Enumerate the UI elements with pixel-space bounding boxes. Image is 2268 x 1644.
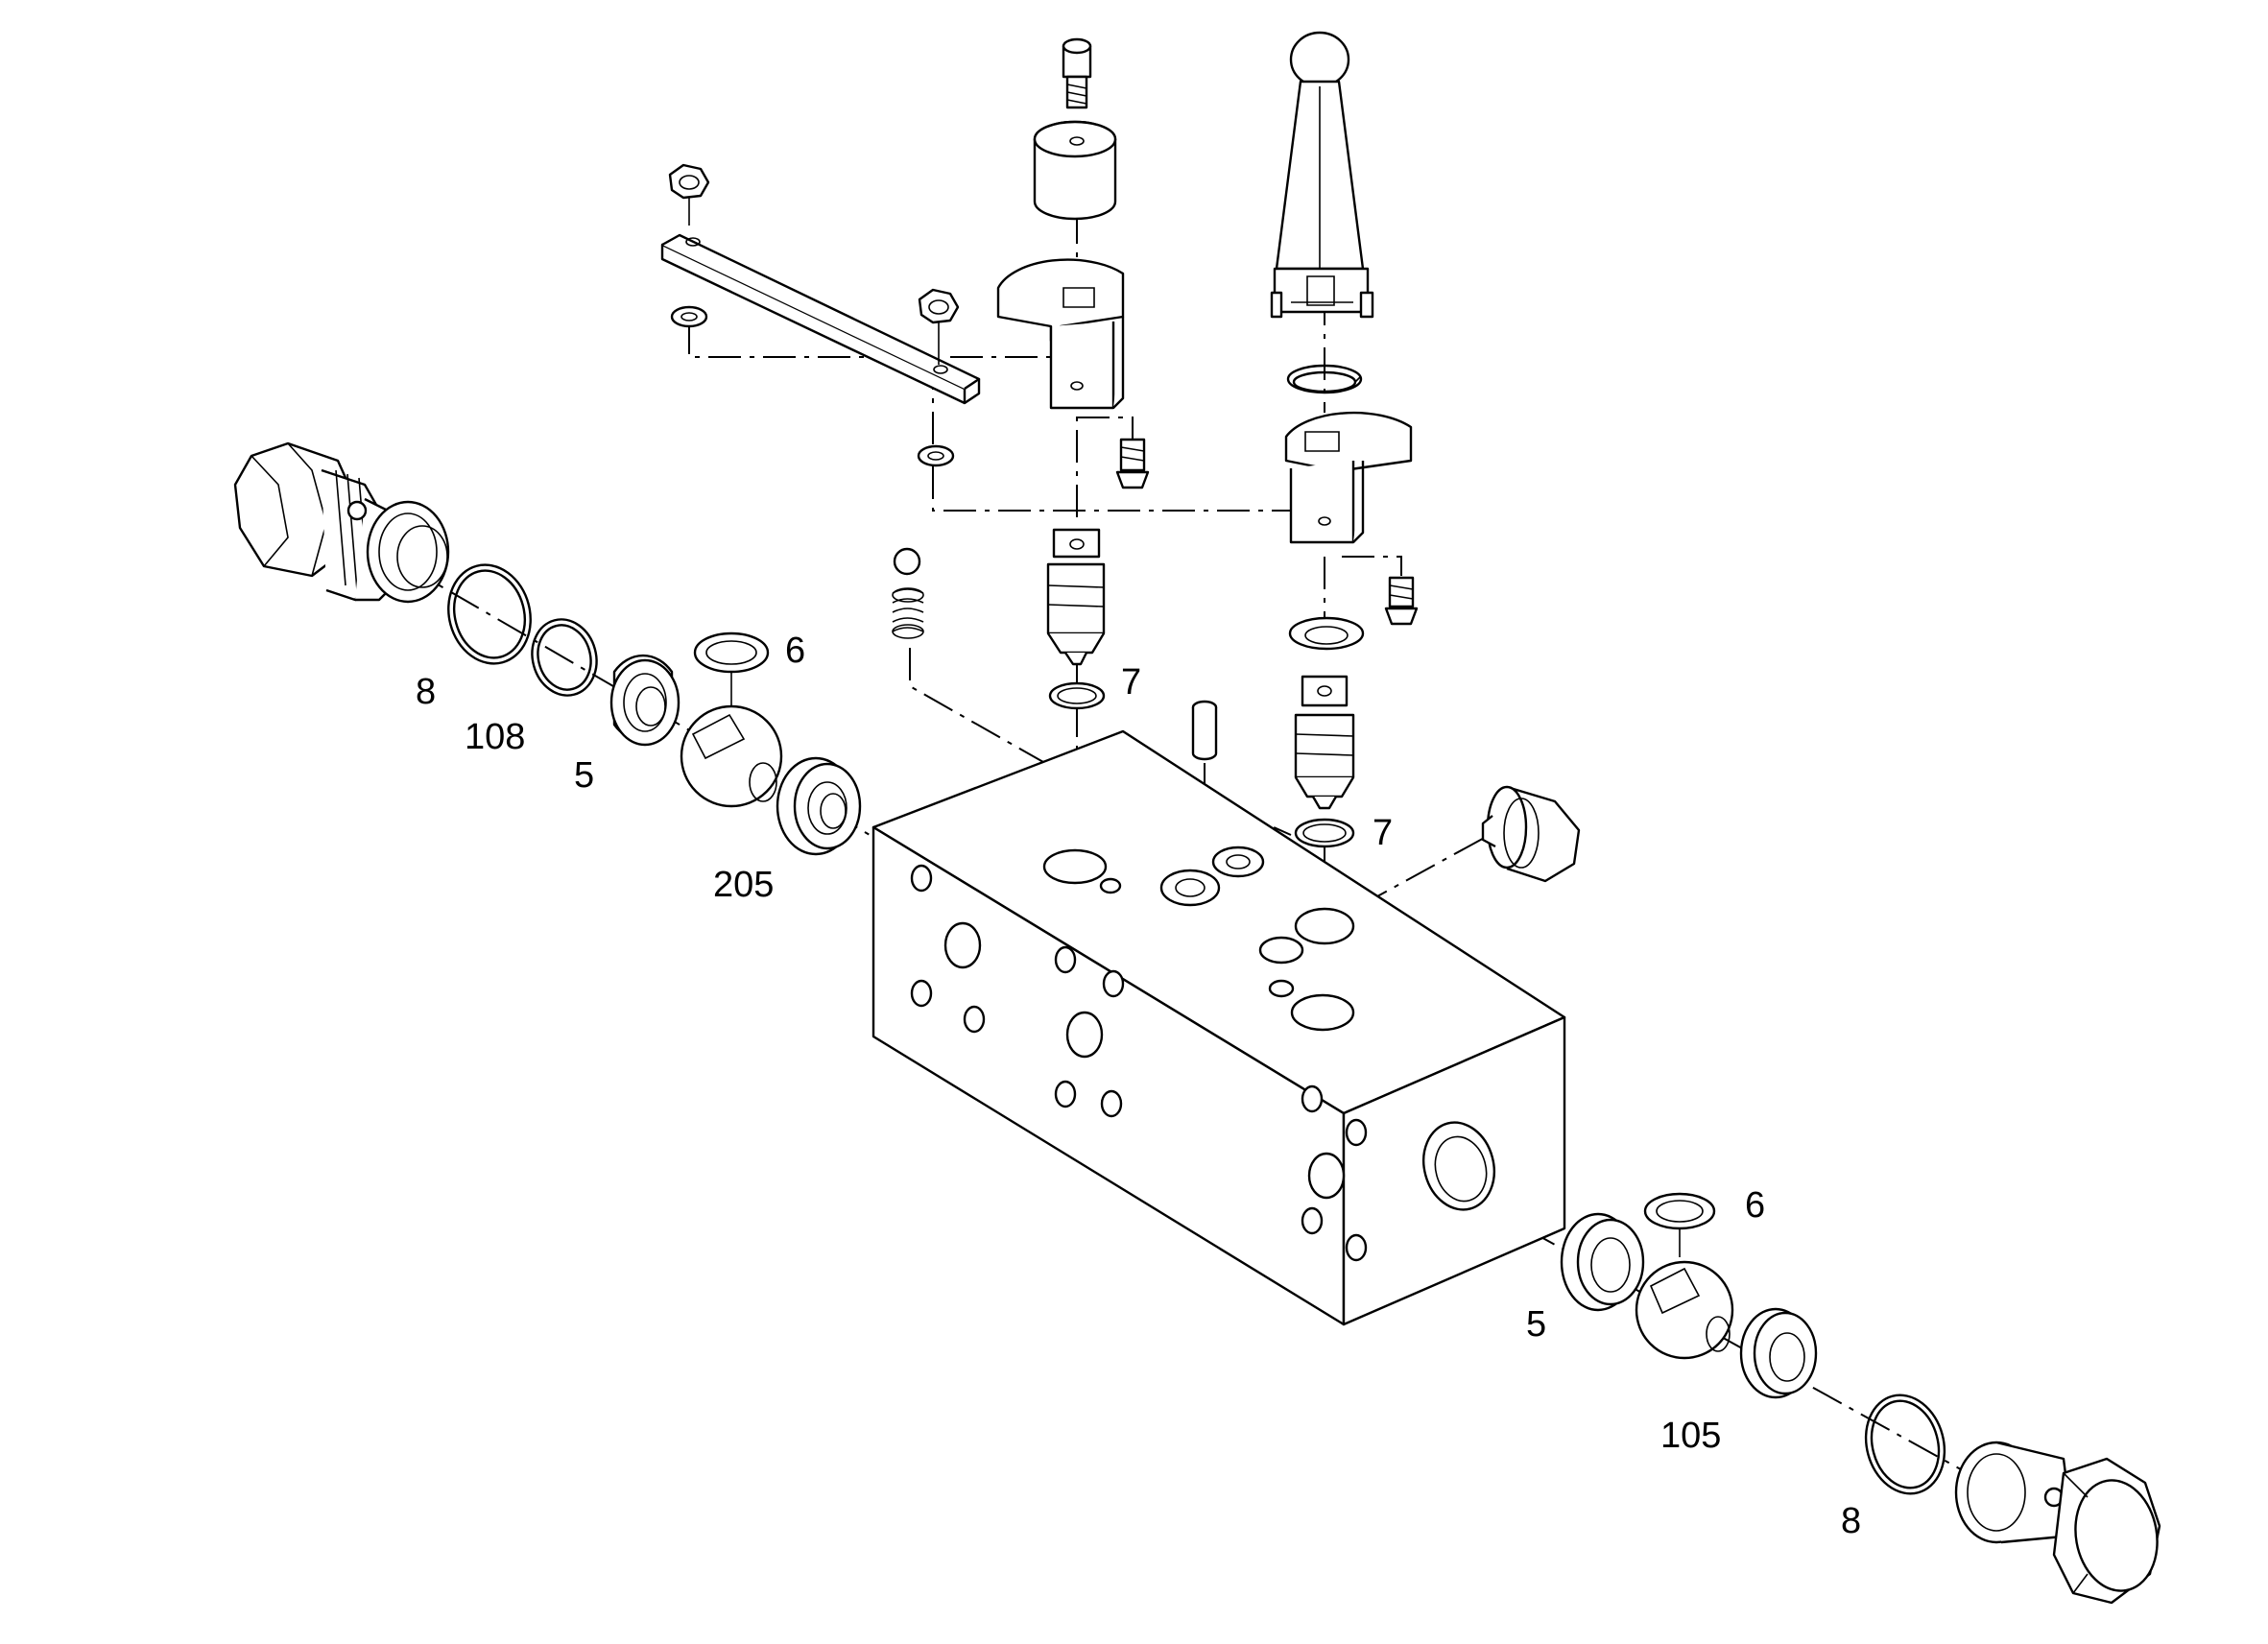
side-plug xyxy=(1481,785,1581,883)
right-handle-assembly xyxy=(1270,31,1419,848)
pin xyxy=(1191,700,1218,761)
callout-5-right: 5 xyxy=(1526,1304,1546,1345)
left-plug-assembly xyxy=(233,441,862,856)
callout-8-left: 8 xyxy=(416,672,436,712)
spring-assembly xyxy=(892,547,924,639)
callout-6-top: 6 xyxy=(785,631,805,671)
callout-8-right: 8 xyxy=(1841,1501,1861,1541)
lever-plate-assembly xyxy=(660,163,981,467)
callout-labels: 8 108 5 6 205 7 7 6 5 105 8 xyxy=(416,631,1861,1541)
callout-105: 105 xyxy=(1660,1416,1721,1456)
callout-7-a: 7 xyxy=(1121,662,1141,703)
callout-6-bottom: 6 xyxy=(1745,1185,1765,1226)
right-plug-assembly xyxy=(1560,1192,2161,1605)
manifold-block xyxy=(871,729,1566,1326)
callout-108: 108 xyxy=(465,717,525,757)
callout-5-left: 5 xyxy=(574,755,594,796)
callout-7-b: 7 xyxy=(1373,813,1393,853)
left-cam-assembly xyxy=(996,37,1150,710)
callout-205: 205 xyxy=(713,865,774,905)
